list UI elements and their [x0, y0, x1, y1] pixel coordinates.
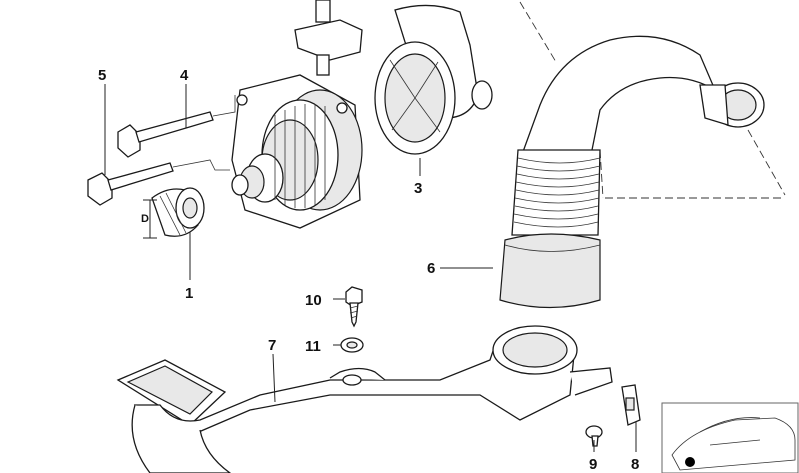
- label-part-11: 11: [305, 338, 321, 355]
- dimension-d: D: [141, 199, 157, 239]
- label-part-8: 8: [631, 456, 639, 473]
- label-part-1: 1: [185, 285, 193, 302]
- label-part-4: 4: [180, 67, 189, 84]
- label-part-5: 5: [98, 67, 106, 84]
- part-5-bolt: [87, 162, 174, 206]
- part-10-screw: [345, 286, 363, 328]
- bellows: [511, 149, 601, 236]
- part-1-pulley: [151, 187, 205, 237]
- label-part-3: 3: [414, 180, 422, 197]
- part-4-bolt: [117, 111, 214, 158]
- voltage-regulator: [294, 0, 363, 76]
- label-part-9: 9: [589, 456, 597, 473]
- reference-lines: [519, 1, 786, 199]
- part-9-screw: [585, 425, 603, 447]
- part-3-fan-housing: [374, 4, 493, 155]
- dimension-d-label: D: [141, 213, 149, 225]
- part-7-air-duct: [116, 325, 613, 473]
- part-labels: 5 4 1 3 6 7 10 11 9 8: [98, 67, 639, 473]
- label-part-10: 10: [305, 292, 322, 309]
- part-11-washer: [340, 337, 364, 353]
- alternator: [231, 74, 363, 229]
- part-8-clip: [621, 384, 641, 426]
- part-6-intake-pipe: [499, 35, 765, 309]
- leader-lines: [104, 84, 637, 452]
- car-thumbnail: [661, 402, 799, 473]
- label-part-6: 6: [427, 260, 435, 277]
- label-part-7: 7: [268, 337, 276, 354]
